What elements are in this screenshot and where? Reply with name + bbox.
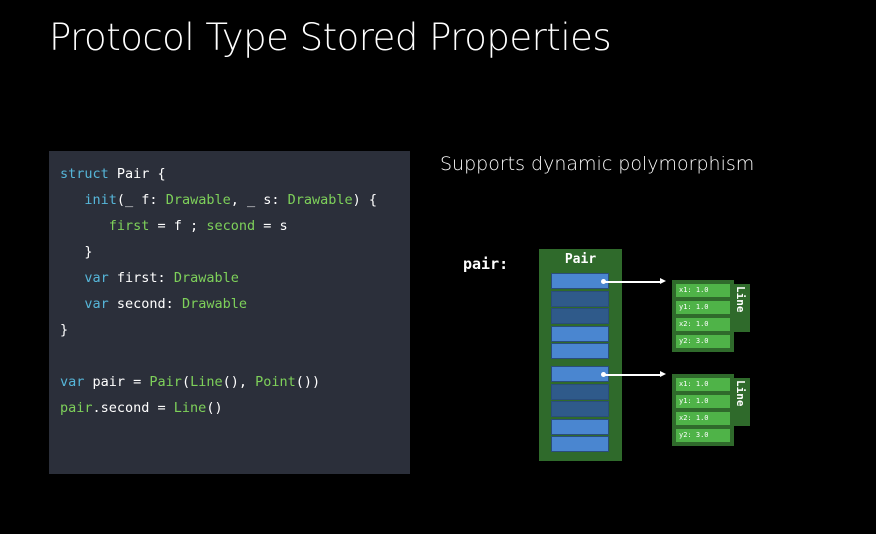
slide-title: Protocol Type Stored Properties	[49, 16, 612, 59]
code-line: var second: Drawable	[60, 291, 377, 317]
code-token: }	[60, 244, 93, 260]
code-line: }	[60, 239, 377, 265]
line-field: x2: 1.0	[676, 412, 730, 425]
code-token: struct	[60, 166, 117, 182]
pair-struct-box: Pair	[539, 249, 622, 461]
code-token: = s	[255, 218, 288, 234]
code-token: first:	[108, 270, 174, 286]
pair-variable-label: pair:	[463, 255, 509, 273]
pointer-arrow	[604, 371, 666, 377]
code-token: var	[84, 270, 109, 286]
code-line: struct Pair {	[60, 161, 377, 187]
code-token: second	[206, 218, 256, 234]
code-token: var	[84, 296, 109, 312]
code-token: pair	[60, 400, 93, 416]
code-panel: struct Pair { init(_ f: Drawable, _ s: D…	[49, 151, 410, 474]
pair-storage-cell	[551, 401, 609, 417]
code-token	[60, 296, 84, 312]
code-token: second:	[108, 296, 182, 312]
pair-storage-cell	[551, 273, 609, 289]
code-line: init(_ f: Drawable, _ s: Drawable) {	[60, 187, 377, 213]
code-token: init	[84, 192, 117, 208]
code-line	[60, 343, 377, 369]
pair-storage-cell	[551, 326, 609, 342]
line-field: y2: 3.0	[676, 335, 730, 348]
pair-storage-cell	[551, 291, 609, 307]
line-object-box: x1: 1.0 y1: 1.0 x2: 1.0 y2: 3.0	[672, 374, 734, 446]
code-token: ) {	[352, 192, 378, 208]
code-token: }	[60, 322, 69, 338]
code-token: Drawable	[165, 192, 231, 208]
code-token: , _ s:	[230, 192, 288, 208]
code-token: .second =	[92, 400, 174, 416]
code-line: var first: Drawable	[60, 265, 377, 291]
code-token: (	[181, 374, 191, 390]
code-token: Line	[173, 400, 207, 416]
pointer-dot	[601, 372, 606, 377]
line-field: y1: 1.0	[676, 395, 730, 408]
pair-struct-label: Pair	[564, 252, 597, 267]
code-line: pair.second = Line()	[60, 395, 377, 421]
code-token	[60, 270, 84, 286]
pair-storage-cell	[551, 384, 609, 400]
code-token: pair =	[84, 374, 150, 390]
code-token	[60, 192, 84, 208]
pair-storage-cell	[551, 366, 609, 382]
pair-storage-cell	[551, 436, 609, 452]
line-object-tab: Line	[732, 378, 750, 426]
line-object-tab: Line	[732, 284, 750, 332]
line-object-label: Line	[734, 380, 747, 407]
line-field: y2: 3.0	[676, 429, 730, 442]
code-token: Drawable	[173, 270, 239, 286]
code-token: Pair {	[116, 166, 166, 182]
code-token: = f ;	[149, 218, 207, 234]
code-listing: struct Pair { init(_ f: Drawable, _ s: D…	[60, 161, 377, 421]
code-token: (),	[222, 374, 256, 390]
code-token: ()	[206, 400, 223, 416]
slide-subtitle: Supports dynamic polymorphism	[440, 153, 755, 175]
line-object-box: x1: 1.0 y1: 1.0 x2: 1.0 y2: 3.0	[672, 280, 734, 352]
code-token: Line	[190, 374, 223, 390]
code-token: ())	[295, 374, 321, 390]
code-line: var pair = Pair(Line(), Point())	[60, 369, 377, 395]
code-token: Point	[255, 374, 296, 390]
line-field: x1: 1.0	[676, 284, 730, 297]
code-token: var	[60, 374, 85, 390]
code-token: Drawable	[287, 192, 353, 208]
pointer-arrow	[604, 278, 666, 284]
code-token: Drawable	[181, 296, 247, 312]
code-token: Pair	[149, 374, 182, 390]
line-field: y1: 1.0	[676, 301, 730, 314]
pair-storage-cell	[551, 419, 609, 435]
line-object-label: Line	[734, 286, 747, 313]
pointer-dot	[601, 279, 606, 284]
code-token: (_ f:	[116, 192, 166, 208]
code-line: first = f ; second = s	[60, 213, 377, 239]
pair-storage-cell	[551, 343, 609, 359]
code-line: }	[60, 317, 377, 343]
line-field: x1: 1.0	[676, 378, 730, 391]
line-field: x2: 1.0	[676, 318, 730, 331]
code-token: first	[108, 218, 150, 234]
code-token	[60, 218, 109, 234]
pair-storage-cell	[551, 308, 609, 324]
